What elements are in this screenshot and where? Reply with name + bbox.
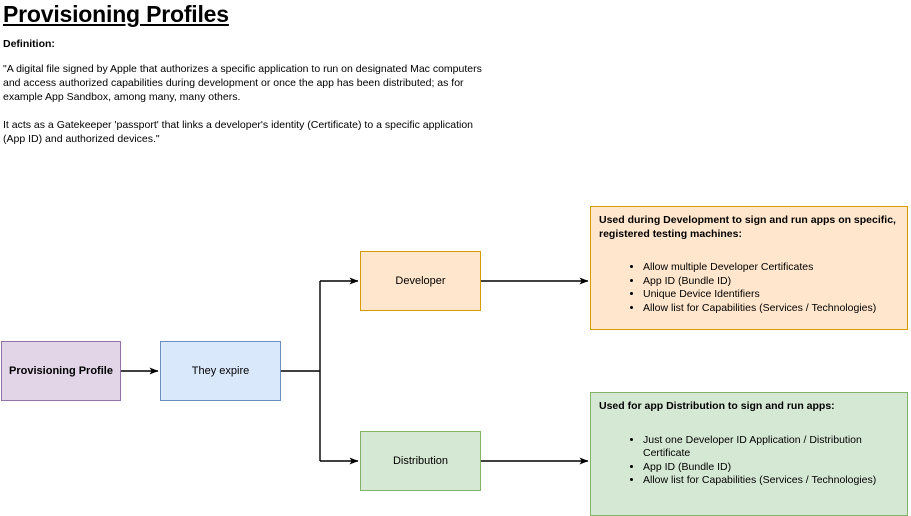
node-distribution[interactable]: Distribution bbox=[360, 431, 481, 491]
node-they-expire-label: They expire bbox=[191, 365, 250, 377]
definition-body: "A digital file signed by Apple that aut… bbox=[3, 62, 498, 146]
list-item: Just one Developer ID Application / Dist… bbox=[643, 434, 899, 461]
panel-distribution-heading: Used for app Distribution to sign and ru… bbox=[599, 400, 835, 412]
list-item: App ID (Bundle ID) bbox=[643, 461, 899, 475]
definition-label: Definition: bbox=[3, 38, 55, 50]
list-item: App ID (Bundle ID) bbox=[643, 275, 899, 289]
node-developer[interactable]: Developer bbox=[360, 251, 481, 311]
definition-paragraph-2: It acts as a Gatekeeper 'passport' that … bbox=[3, 119, 473, 145]
panel-development-heading: Used during Development to sign and run … bbox=[599, 214, 896, 240]
definition-paragraph-1: "A digital file signed by Apple that aut… bbox=[3, 63, 482, 103]
panel-distribution-details[interactable]: Used for app Distribution to sign and ru… bbox=[590, 392, 908, 516]
page-title: Provisioning Profiles bbox=[3, 1, 229, 27]
list-item: Allow list for Capabilities (Services / … bbox=[643, 474, 899, 488]
node-distribution-label: Distribution bbox=[392, 455, 449, 467]
node-they-expire[interactable]: They expire bbox=[160, 341, 281, 401]
list-item: Allow multiple Developer Certificates bbox=[643, 261, 899, 275]
panel-development-list: Allow multiple Developer Certificates Ap… bbox=[599, 247, 899, 315]
node-provisioning-profile-label: Provisioning Profile bbox=[9, 365, 113, 377]
node-provisioning-profile[interactable]: Provisioning Profile bbox=[1, 341, 121, 401]
list-item: Unique Device Identifiers bbox=[643, 288, 899, 302]
list-item: Allow list for Capabilities (Services / … bbox=[643, 302, 899, 316]
panel-development-details[interactable]: Used during Development to sign and run … bbox=[590, 206, 908, 330]
panel-distribution-list: Just one Developer ID Application / Dist… bbox=[599, 420, 899, 488]
node-developer-label: Developer bbox=[395, 275, 446, 287]
